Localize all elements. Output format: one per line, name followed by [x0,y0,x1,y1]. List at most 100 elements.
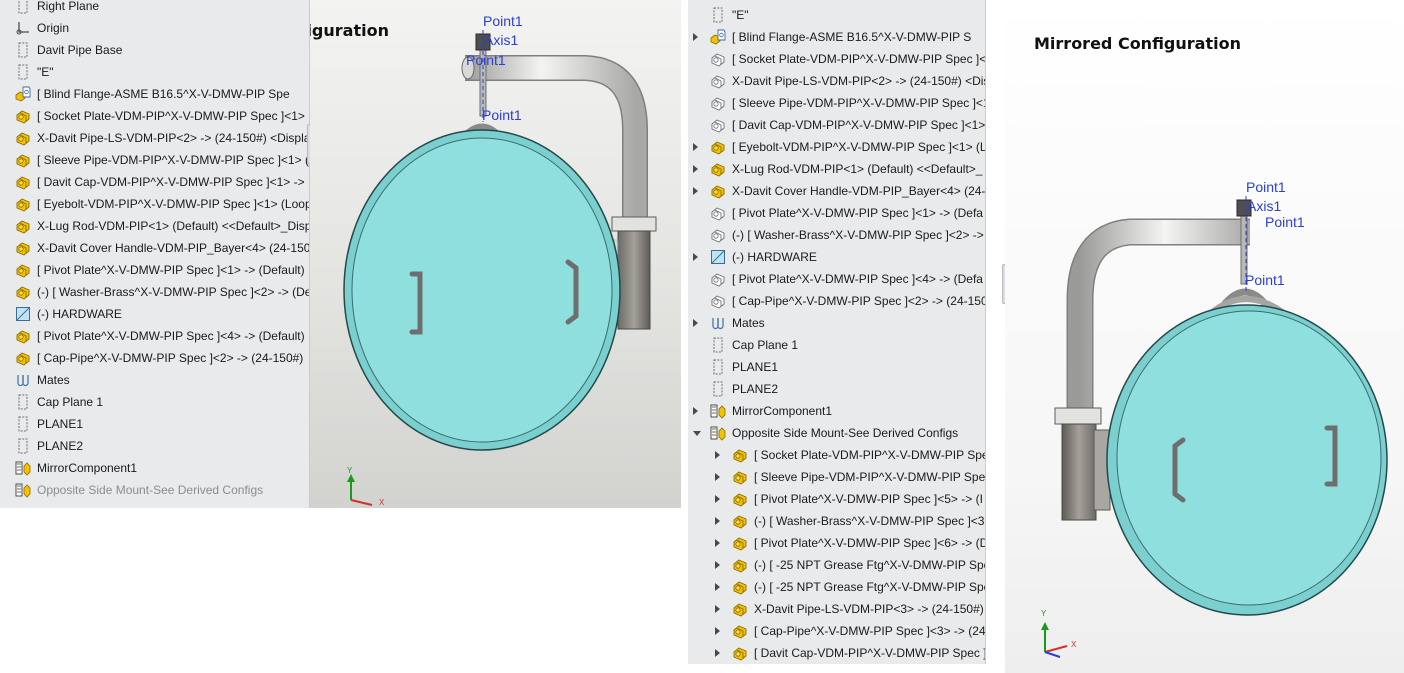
expand-arrow-icon[interactable] [715,539,720,547]
expand-arrow-icon[interactable] [715,495,720,503]
tree-item-label: [ Blind Flange-ASME B16.5^X-V-DMW-PIP S [732,30,972,44]
tree-item-plane2[interactable]: PLANE2 [688,378,985,400]
axis1-label: Axis1 [484,32,519,48]
part-icon [15,130,31,146]
tree-item-label: PLANE2 [732,382,779,396]
tree-item-socket-plate-vdm-pip-x-v-dmw-pip-spec-1[interactable]: [ Socket Plate-VDM-PIP^X-V-DMW-PIP Spec … [0,105,309,127]
tree-item-x-lug-rod-vdm-pip-1-default-default-disp[interactable]: X-Lug Rod-VDM-PIP<1> (Default) <<Default… [0,215,309,237]
tree-item-x-lug-rod-vdm-pip-1-default-default[interactable]: X-Lug Rod-VDM-PIP<1> (Default) <<Default… [688,158,985,180]
expand-arrow-icon[interactable] [693,407,698,415]
tree-item-pivot-plate-x-v-dmw-pip-spec-4-defa[interactable]: [ Pivot Plate^X-V-DMW-PIP Spec ]<4> -> (… [688,268,985,290]
tree-item-hardware[interactable]: (-) HARDWARE [0,303,309,325]
tree-item-washer-brass-x-v-dmw-pip-spec-2[interactable]: (-) [ Washer-Brass^X-V-DMW-PIP Spec ]<2>… [688,224,985,246]
tree-item-25-npt-grease-ftg-x-v-dmw-pip-spe[interactable]: (-) [ -25 NPT Grease Ftg^X-V-DMW-PIP Spe [688,576,985,598]
tree-item-socket-plate-vdm-pip-x-v-dmw-pip-spec-1[interactable]: [ Socket Plate-VDM-PIP^X-V-DMW-PIP Spec … [688,48,985,70]
tree-item-origin[interactable]: Origin [0,17,309,39]
expand-arrow-icon[interactable] [715,473,720,481]
tree-item-pivot-plate-x-v-dmw-pip-spec-1-default[interactable]: [ Pivot Plate^X-V-DMW-PIP Spec ]<1> -> (… [0,259,309,281]
tree-item-x-davit-cover-handle-vdm-pip-bayer-4-24-[interactable]: X-Davit Cover Handle-VDM-PIP_Bayer<4> (2… [0,237,309,259]
expand-arrow-icon[interactable] [715,451,720,459]
part-icon [15,262,31,278]
suppressed-part-icon [710,117,726,133]
tree-item-mates[interactable]: Mates [0,369,309,391]
tree-item-label: (-) HARDWARE [732,250,817,264]
tree-item-25-npt-grease-ftg-x-v-dmw-pip-spe[interactable]: (-) [ -25 NPT Grease Ftg^X-V-DMW-PIP Spe [688,554,985,576]
expand-arrow-icon[interactable] [715,583,720,591]
tree-item-davit-cap-vdm-pip-x-v-dmw-pip-spec-1[interactable]: [ Davit Cap-VDM-PIP^X-V-DMW-PIP Spec ]<1… [0,171,309,193]
tree-item-e[interactable]: "E" [0,61,309,83]
expand-arrow-icon[interactable] [693,187,698,195]
expand-arrow-icon[interactable] [693,253,698,261]
plane-icon [15,0,31,14]
tree-item-x-davit-pipe-ls-vdm-pip-3-24-150[interactable]: X-Davit Pipe-LS-VDM-PIP<3> -> (24-150#) [688,598,985,620]
tree-item-plane1[interactable]: PLANE1 [688,356,985,378]
tree-item-pivot-plate-x-v-dmw-pip-spec-5-i[interactable]: [ Pivot Plate^X-V-DMW-PIP Spec ]<5> -> (… [688,488,985,510]
expand-arrow-icon[interactable] [715,627,720,635]
expand-arrow-icon[interactable] [693,143,698,151]
tree-item-eyebolt-vdm-pip-x-v-dmw-pip-spec-1-l[interactable]: [ Eyebolt-VDM-PIP^X-V-DMW-PIP Spec ]<1> … [688,136,985,158]
suppressed-part-icon [710,73,726,89]
expand-arrow-icon[interactable] [693,319,698,327]
part-icon [15,218,31,234]
davit-model-base[interactable] [310,0,681,508]
tree-item-e[interactable]: "E" [688,4,985,26]
davit-model-mirrored[interactable] [1005,0,1404,673]
davit-pipe [1068,220,1250,410]
tree-item-plane2[interactable]: PLANE2 [0,435,309,457]
expand-arrow-icon[interactable] [693,165,698,173]
part-icon [15,350,31,366]
tree-item-x-davit-pipe-ls-vdm-pip-2-24-150-dis[interactable]: X-Davit Pipe-LS-VDM-PIP<2> -> (24-150#) … [688,70,985,92]
tree-item-cap-pipe-x-v-dmw-pip-spec-2-24-150[interactable]: [ Cap-Pipe^X-V-DMW-PIP Spec ]<2> -> (24-… [688,290,985,312]
tree-item-pivot-plate-x-v-dmw-pip-spec-4-default[interactable]: [ Pivot Plate^X-V-DMW-PIP Spec ]<4> -> (… [0,325,309,347]
graphics-viewport-mirrored[interactable]: Mirrored Configuration [1005,0,1404,673]
tree-item-label: Opposite Side Mount-See Derived Configs [732,426,959,440]
graphics-viewport-base[interactable]: Base Configuration [310,0,681,508]
tree-item-cap-pipe-x-v-dmw-pip-spec-3-24[interactable]: [ Cap-Pipe^X-V-DMW-PIP Spec ]<3> -> (24 [688,620,985,642]
tree-item-eyebolt-vdm-pip-x-v-dmw-pip-spec-1-loop[interactable]: [ Eyebolt-VDM-PIP^X-V-DMW-PIP Spec ]<1> … [0,193,309,215]
tree-item-mates[interactable]: Mates [688,312,985,334]
tree-item-right-plane[interactable]: Right Plane [0,0,309,17]
tree-item-opposite-side-mount-see-derived-configs[interactable]: Opposite Side Mount-See Derived Configs [688,422,985,444]
davit-flange [611,216,657,232]
tree-item-sleeve-pipe-vdm-pip-x-v-dmw-pip-spec-1[interactable]: [ Sleeve Pipe-VDM-PIP^X-V-DMW-PIP Spec ]… [688,92,985,114]
mirror-icon [15,482,31,498]
tree-item-label: [ Eyebolt-VDM-PIP^X-V-DMW-PIP Spec ]<1> … [37,197,310,211]
tree-item-mirrorcomponent1[interactable]: MirrorComponent1 [688,400,985,422]
tree-item-davit-cap-vdm-pip-x-v-dmw-pip-spec-1[interactable]: [ Davit Cap-VDM-PIP^X-V-DMW-PIP Spec ]<1… [688,114,985,136]
tree-item-cap-plane-1[interactable]: Cap Plane 1 [0,391,309,413]
part-icon [732,469,748,485]
collapse-arrow-icon[interactable] [693,431,701,436]
tree-item-opposite-side-mount-see-derived-configs[interactable]: Opposite Side Mount-See Derived Configs [0,479,309,501]
tree-item-blind-flange-asme-b16-5-x-v-dmw-pip-s[interactable]: [ Blind Flange-ASME B16.5^X-V-DMW-PIP S [688,26,985,48]
tree-item-davit-pipe-base[interactable]: Davit Pipe Base [0,39,309,61]
expand-arrow-icon[interactable] [715,517,720,525]
tree-item-plane1[interactable]: PLANE1 [0,413,309,435]
tree-item-x-davit-pipe-ls-vdm-pip-2-24-150-displa[interactable]: X-Davit Pipe-LS-VDM-PIP<2> -> (24-150#) … [0,127,309,149]
tree-item-cap-pipe-x-v-dmw-pip-spec-2-24-150[interactable]: [ Cap-Pipe^X-V-DMW-PIP Spec ]<2> -> (24-… [0,347,309,369]
tree-item-sleeve-pipe-vdm-pip-x-v-dmw-pip-spec-1-2[interactable]: [ Sleeve Pipe-VDM-PIP^X-V-DMW-PIP Spec ]… [0,149,309,171]
tree-item-washer-brass-x-v-dmw-pip-spec-2-de[interactable]: (-) [ Washer-Brass^X-V-DMW-PIP Spec ]<2>… [0,281,309,303]
tree-item-label: [ Cap-Pipe^X-V-DMW-PIP Spec ]<3> -> (24 [754,624,986,638]
tree-item-pivot-plate-x-v-dmw-pip-spec-1-defa[interactable]: [ Pivot Plate^X-V-DMW-PIP Spec ]<1> -> (… [688,202,985,224]
tree-item-hardware[interactable]: (-) HARDWARE [688,246,985,268]
tree-item-washer-brass-x-v-dmw-pip-spec-3[interactable]: (-) [ Washer-Brass^X-V-DMW-PIP Spec ]<3> [688,510,985,532]
tree-item-x-davit-cover-handle-vdm-pip-bayer-4-24-[interactable]: X-Davit Cover Handle-VDM-PIP_Bayer<4> (2… [688,180,985,202]
tree-item-mirrorcomponent1[interactable]: MirrorComponent1 [0,457,309,479]
tree-item-cap-plane-1[interactable]: Cap Plane 1 [688,334,985,356]
plane-icon [710,337,726,353]
cover-handle-left [1172,437,1186,503]
part-icon [732,535,748,551]
expand-arrow-icon[interactable] [715,605,720,613]
tree-item-pivot-plate-x-v-dmw-pip-spec-6-d[interactable]: [ Pivot Plate^X-V-DMW-PIP Spec ]<6> -> (… [688,532,985,554]
tree-item-label: Opposite Side Mount-See Derived Configs [37,483,264,497]
tree-item-davit-cap-vdm-pip-x-v-dmw-pip-spec[interactable]: [ Davit Cap-VDM-PIP^X-V-DMW-PIP Spec ] [688,642,985,664]
folder-icon [710,249,726,265]
tree-item-socket-plate-vdm-pip-x-v-dmw-pip-spe[interactable]: [ Socket Plate-VDM-PIP^X-V-DMW-PIP Spe [688,444,985,466]
expand-arrow-icon[interactable] [693,33,698,41]
tree-item-sleeve-pipe-vdm-pip-x-v-dmw-pip-spec[interactable]: [ Sleeve Pipe-VDM-PIP^X-V-DMW-PIP Spec [688,466,985,488]
expand-arrow-icon[interactable] [715,561,720,569]
expand-arrow-icon[interactable] [715,649,720,657]
triad-y-label: Y [347,466,353,475]
part-icon [732,579,748,595]
tree-item-blind-flange-asme-b16-5-x-v-dmw-pip-spe[interactable]: [ Blind Flange-ASME B16.5^X-V-DMW-PIP Sp… [0,83,309,105]
